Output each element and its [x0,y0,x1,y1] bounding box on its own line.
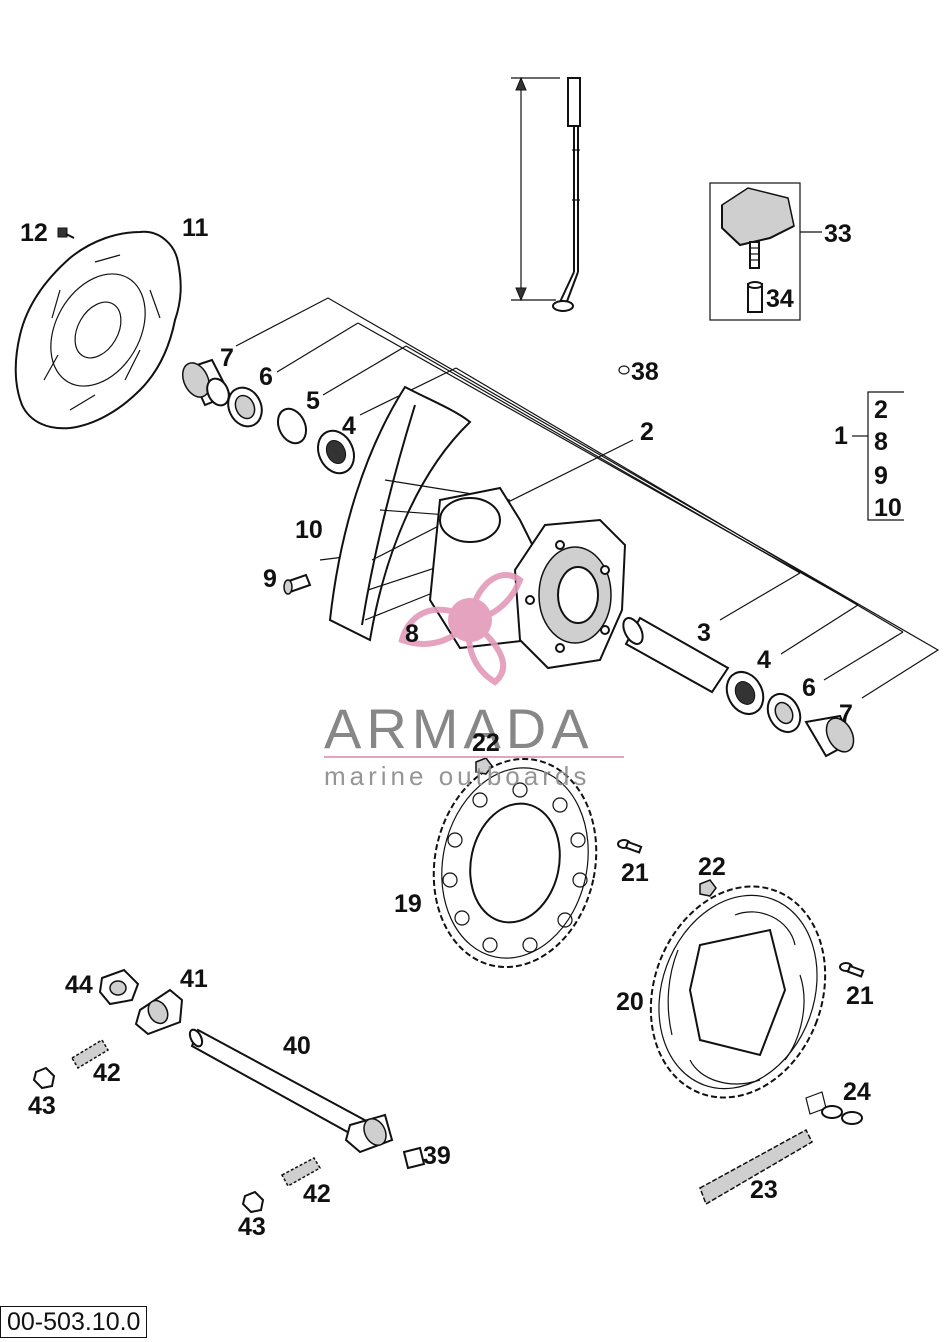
sprocket-19-part [432,757,598,969]
watermark-brand: ARMADA [324,697,594,760]
valve-part [283,573,312,595]
watermark-propeller-hub [448,598,492,642]
part-label-2: 2 [640,418,654,446]
part-label-19: 19 [394,890,422,918]
part-label-10: 10 [295,516,323,544]
part-label-8: 8 [405,620,419,648]
part-label-21: 21 [846,982,874,1010]
part-label-23: 23 [750,1176,778,1204]
part-labels: 1 2 3 4 4 5 6 6 7 7 8 9 10 11 12 19 20 2… [20,214,874,1241]
group-item-label: 8 [874,428,888,456]
watermark-logo: ARMADA marine outboards [324,572,624,791]
sprocket-20-part [649,885,827,1099]
chain-part [699,1091,863,1206]
disc-screw-part [57,227,75,239]
part-label-3: 3 [697,619,711,647]
exploded-wheel-diagram: 2 8 9 10 ARMADA marine outboards 1 2 3 4… [14,76,940,1241]
axle-part [188,1028,394,1154]
spoke-part [511,76,581,312]
group-item-label: 10 [874,494,902,522]
diagram-reference-code: 00-503.10.0 [0,1306,148,1338]
part-label-12: 12 [20,219,48,247]
adjuster-spring-parts [70,1038,322,1188]
part-label-7: 7 [220,344,234,372]
part-label-42: 42 [93,1059,121,1087]
left-hub-parts [181,358,355,475]
valve-cap-inset [709,182,822,321]
part-label-6: 6 [802,674,816,702]
part-label-22: 22 [698,853,726,881]
group-item-label: 2 [874,396,888,424]
part-label-41: 41 [180,965,208,993]
part-label-43: 43 [28,1092,56,1120]
part-label-20: 20 [616,988,644,1016]
nut-parts [32,968,265,1214]
part-label-34: 34 [766,285,794,313]
watermark-propeller-blade [465,614,507,686]
part-label-40: 40 [283,1032,311,1060]
part-label-4: 4 [342,412,356,440]
axle-cap-part [402,1146,426,1170]
hub-part [428,486,627,670]
part-label-39: 39 [423,1142,451,1170]
part-label-22: 22 [472,729,500,757]
part-label-43: 43 [238,1213,266,1241]
brake-disc-part [14,230,182,430]
sprocket-bolt-parts [475,757,865,978]
part-label-21: 21 [621,859,649,887]
part-label-9: 9 [263,565,277,593]
part-label-38: 38 [631,358,659,386]
part-label-33: 33 [824,220,852,248]
right-hub-parts [622,616,855,758]
part-label-5: 5 [306,387,320,415]
group-bracket: 2 8 9 10 [852,391,904,522]
part-label-7: 7 [839,700,853,728]
part-label-11: 11 [182,214,209,242]
part-label-24: 24 [843,1078,871,1106]
part-label-44: 44 [65,971,93,999]
group-item-label: 9 [874,462,888,490]
valve-cap-part [618,365,630,375]
part-label-42: 42 [303,1180,331,1208]
chain-adjuster-part [134,988,184,1036]
rim-segment-part [328,385,521,642]
part-label-4: 4 [757,646,771,674]
part-label-6: 6 [259,363,273,391]
part-label-1: 1 [834,422,848,450]
watermark-tagline: marine outboards [324,761,590,791]
